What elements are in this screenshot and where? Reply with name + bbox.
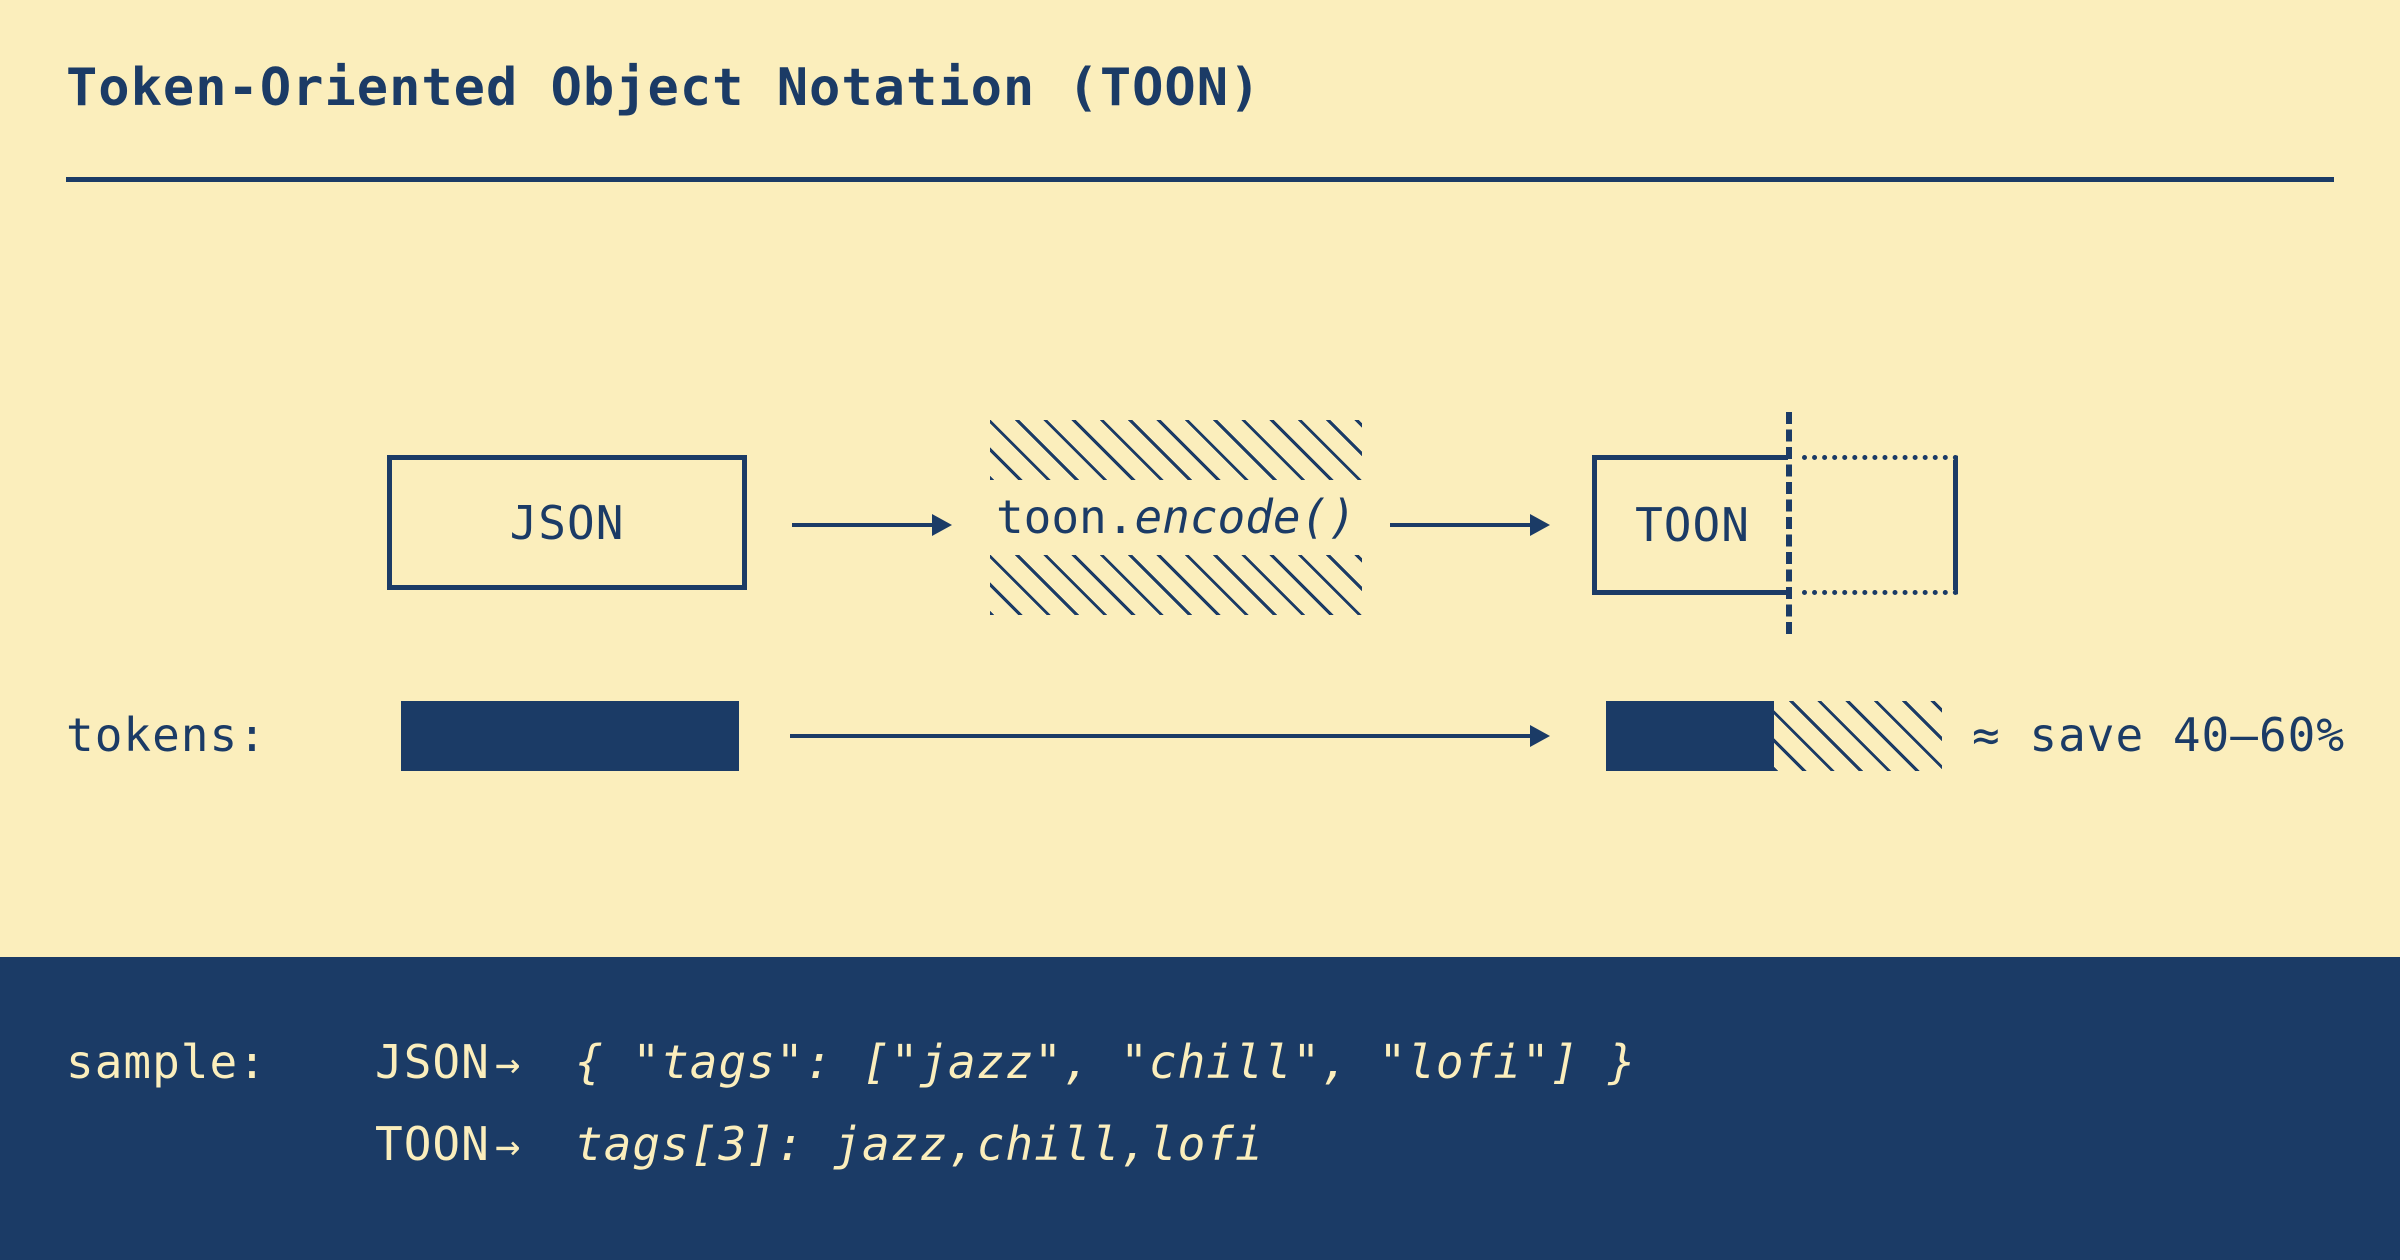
arrow-shaft (1390, 523, 1531, 527)
tokens-arrow-icon (790, 716, 1550, 756)
tokens-bar-used (1606, 701, 1774, 771)
sample-arrow-icon: → (495, 1121, 521, 1170)
json-node-label: JSON (509, 495, 625, 550)
sample-label: sample: (66, 1035, 267, 1089)
arrow-shaft (792, 523, 933, 527)
hatch-band-bottom (990, 555, 1362, 615)
pipeline-diagram: JSON toon.encode() TOON (387, 407, 1958, 634)
toon-divider-dashed (1786, 412, 1792, 634)
arrow-head (1530, 725, 1550, 747)
encode-node: toon.encode() (990, 407, 1362, 625)
arrow-encode-to-toon-icon (1390, 505, 1550, 545)
toon-node-label: TOON (1635, 498, 1750, 552)
sample-code-json: { "tags": ["jazz", "chill", "lofi"] } (575, 1035, 1637, 1089)
tokens-bar-json (401, 701, 739, 771)
sample-arrow-icon: → (495, 1039, 521, 1088)
tokens-bar-toon (1606, 701, 1942, 771)
tokens-bar-saved (1774, 701, 1942, 771)
tokens-label: tokens: (66, 708, 267, 762)
sample-row: JSON → { "tags": ["jazz", "chill", "lofi… (375, 1035, 1637, 1117)
json-node: JSON (387, 455, 747, 590)
sample-rows: JSON → { "tags": ["jazz", "chill", "lofi… (375, 1035, 1637, 1199)
encode-call: encode() (1134, 490, 1357, 544)
sample-format-toon: TOON (375, 1117, 490, 1171)
page-title: Token-Oriented Object Notation (TOON) (66, 58, 1262, 118)
toon-node: TOON (1592, 455, 1788, 595)
hatch-band-top (990, 420, 1362, 480)
arrow-head (932, 514, 952, 536)
arrow-head (1530, 514, 1550, 536)
encode-prefix: toon. (995, 490, 1135, 544)
savings-note: ≈ save 40–60% (1972, 708, 2346, 762)
arrow-shaft (790, 734, 1531, 738)
sample-row: TOON → tags[3]: jazz,chill,lofi (375, 1117, 1637, 1199)
arrow-json-to-encode-icon (792, 505, 952, 545)
sample-code-toon: tags[3]: jazz,chill,lofi (575, 1117, 1264, 1171)
sample-format-json: JSON (375, 1035, 490, 1089)
title-divider (66, 177, 2334, 182)
toon-ghost-box (1802, 455, 1958, 595)
sample-panel (0, 957, 2400, 1260)
encode-node-label: toon.encode() (990, 485, 1362, 549)
